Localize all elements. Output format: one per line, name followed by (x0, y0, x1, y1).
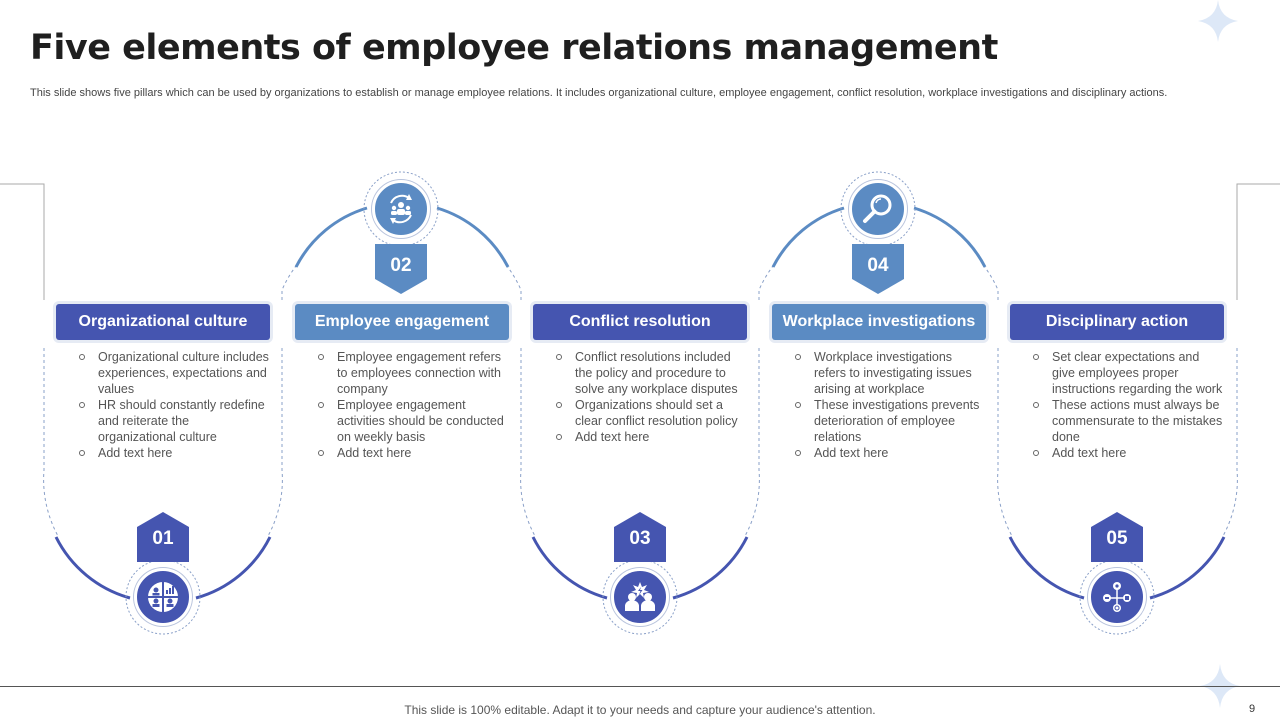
list-item: Add text here (1033, 445, 1223, 461)
list-item: Organizations should set a clear conflic… (556, 397, 746, 429)
list-item: Add text here (556, 429, 746, 445)
element-bullet-list: Workplace investigations refers to inves… (795, 349, 985, 461)
list-item: Organizational culture includes experien… (79, 349, 269, 397)
list-item: Add text here (318, 445, 508, 461)
list-item: Conflict resolutions included the policy… (556, 349, 746, 397)
page-title: Five elements of employee relations mana… (30, 28, 998, 68)
list-item: HR should constantly redefine and reiter… (79, 397, 269, 445)
page-number: 9 (1249, 703, 1256, 715)
footer-text: This slide is 100% editable. Adapt it to… (404, 703, 876, 717)
team-cycle-icon (372, 180, 430, 238)
list-item: Add text here (795, 445, 985, 461)
list-item: These actions must always be commensurat… (1033, 397, 1223, 445)
element-label: Employee engagement (295, 304, 509, 340)
element-bullet-list: Organizational culture includes experien… (79, 349, 269, 461)
list-item: Add text here (79, 445, 269, 461)
process-flow-icon (1088, 568, 1146, 626)
element-bullet-list: Conflict resolutions included the policy… (556, 349, 746, 445)
list-item: Set clear expectations and give employee… (1033, 349, 1223, 397)
page-subtitle: This slide shows five pillars which can … (30, 87, 1168, 99)
sparkle-icon (1198, 0, 1238, 42)
list-item: Employee engagement refers to employees … (318, 349, 508, 397)
magnifier-icon (849, 180, 907, 238)
element-bullet-list: Employee engagement refers to employees … (318, 349, 508, 461)
footer-divider (0, 686, 1280, 687)
element-label: Workplace investigations (772, 304, 986, 340)
element-label: Conflict resolution (533, 304, 747, 340)
list-item: Employee engagement activities should be… (318, 397, 508, 445)
element-bullet-list: Set clear expectations and give employee… (1033, 349, 1223, 461)
list-item: Workplace investigations refers to inves… (795, 349, 985, 397)
list-item: These investigations prevents deteriorat… (795, 397, 985, 445)
conflict-people-icon (611, 568, 669, 626)
element-label: Disciplinary action (1010, 304, 1224, 340)
team-dashboard-icon (134, 568, 192, 626)
element-label: Organizational culture (56, 304, 270, 340)
